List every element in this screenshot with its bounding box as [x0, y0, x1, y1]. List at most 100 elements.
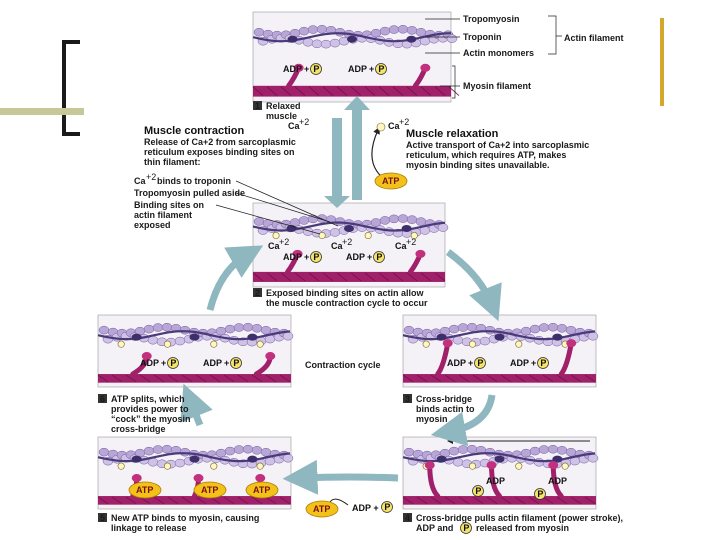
atp-label: ATP [253, 485, 270, 495]
actin-monomer [298, 26, 310, 36]
myosin-texture [294, 272, 306, 282]
transition-arrows [324, 96, 370, 208]
actin-monomer [457, 323, 469, 332]
myosin-texture [500, 496, 512, 505]
actin-monomer [311, 39, 323, 49]
cycle-arrow-3-4 [430, 394, 496, 447]
myosin-texture [153, 374, 165, 383]
atp-label: ATP [313, 504, 330, 514]
step-number: 5 [100, 513, 105, 523]
actin-monomer [329, 38, 341, 48]
actin-monomer [452, 335, 464, 345]
legend-actin-filament: Actin filament [564, 33, 624, 43]
phosphate-label: P [376, 252, 382, 262]
adp-label: ADP [447, 358, 466, 368]
myosin-texture [279, 374, 291, 383]
myosin-texture [350, 272, 362, 282]
step-number-box [98, 394, 107, 403]
actin-monomer [379, 26, 391, 36]
step-number: 6 [100, 394, 105, 404]
step-number-box [403, 394, 412, 403]
myosin-texture [416, 496, 428, 505]
atp-label: ATP [382, 176, 399, 186]
binding-site [318, 232, 326, 240]
myosin-texture [486, 374, 498, 383]
plus-sign: + [304, 64, 309, 74]
myosin-texture [542, 374, 554, 383]
phosphate-label: P [477, 358, 483, 368]
callout-binding-sites: actin filament [134, 210, 192, 220]
actin-monomer [174, 336, 186, 346]
troponin-complex [552, 333, 563, 341]
troponin-complex [436, 333, 447, 341]
troponin-complex [247, 455, 258, 463]
contraction-cycle-label: Contraction cycle [305, 360, 381, 370]
slide-accent-bar [0, 108, 84, 115]
binding-site [256, 340, 264, 348]
tropomyosin-strand [252, 221, 446, 232]
actin-monomer [253, 27, 265, 37]
relaxation-desc-line: Active transport of Ca+2 into sarcoplasm… [406, 140, 589, 150]
step4-line: ADP and [416, 523, 453, 533]
actin-monomer [415, 28, 427, 37]
binding-site [117, 340, 125, 348]
myosin-head-tip [193, 474, 204, 483]
adp-label: ADP [510, 358, 529, 368]
myosin-filament [98, 496, 291, 505]
troponin-complex [287, 35, 298, 43]
troponin-complex [189, 455, 200, 463]
actin-monomer [437, 223, 449, 232]
actin-monomer [533, 458, 545, 467]
myosin-texture [181, 374, 193, 383]
myosin-texture [195, 496, 207, 505]
step-number-box [253, 101, 262, 110]
actin-monomer [403, 325, 415, 335]
myosin-texture [420, 86, 432, 96]
phosphate-label: P [313, 64, 319, 74]
myosin-texture [402, 496, 414, 505]
actin-monomer [282, 453, 294, 463]
atp-hydrolysis-arrow [329, 498, 349, 506]
myosin-texture [458, 374, 470, 383]
binding-site [256, 462, 264, 470]
callout-leader [235, 180, 339, 227]
actin-monomer [406, 215, 418, 224]
cycle-arrow-6-2 [206, 245, 264, 311]
plus-sign: + [161, 358, 166, 368]
adp-label: ADP [548, 476, 567, 486]
binding-site [561, 462, 569, 470]
binding-site [210, 340, 218, 348]
myosin-texture [167, 496, 179, 505]
actin-monomer [466, 444, 478, 454]
myosin-texture [265, 496, 277, 505]
tropomyosin-strand [402, 452, 596, 463]
actin-monomer [556, 446, 568, 455]
myosin-texture [434, 272, 446, 282]
myosin-texture [280, 86, 292, 96]
actin-monomer [152, 445, 164, 454]
step3-line: Cross-bridge [416, 394, 472, 404]
actin-monomer [448, 324, 460, 334]
actin-monomer [538, 445, 550, 454]
phosphate-badge [167, 357, 179, 369]
actin-monomer [529, 324, 541, 334]
legend-troponin: Troponin [463, 32, 502, 42]
step6-line: ATP splits, which [111, 394, 185, 404]
phosphate-badge [472, 485, 484, 497]
myosin-texture [237, 496, 249, 505]
down-arrow-shaft [332, 118, 342, 198]
step5-line: New ATP binds to myosin, causing [111, 513, 259, 523]
relaxation-desc-line: myosin binding sites unavailable. [406, 160, 550, 170]
actin-monomer [253, 217, 265, 226]
myosin-texture [514, 496, 526, 505]
myosin-texture [308, 272, 320, 282]
callout-leader [235, 192, 331, 223]
calcium-label: Ca [388, 121, 400, 131]
step-number-box [253, 288, 262, 297]
callout-binds-troponin: binds to troponin [157, 176, 231, 186]
myosin-texture [294, 86, 306, 96]
myosin-texture [420, 272, 432, 282]
plus-sign: + [304, 252, 309, 262]
myosin-filament [253, 85, 451, 97]
actin-monomer [98, 325, 110, 335]
